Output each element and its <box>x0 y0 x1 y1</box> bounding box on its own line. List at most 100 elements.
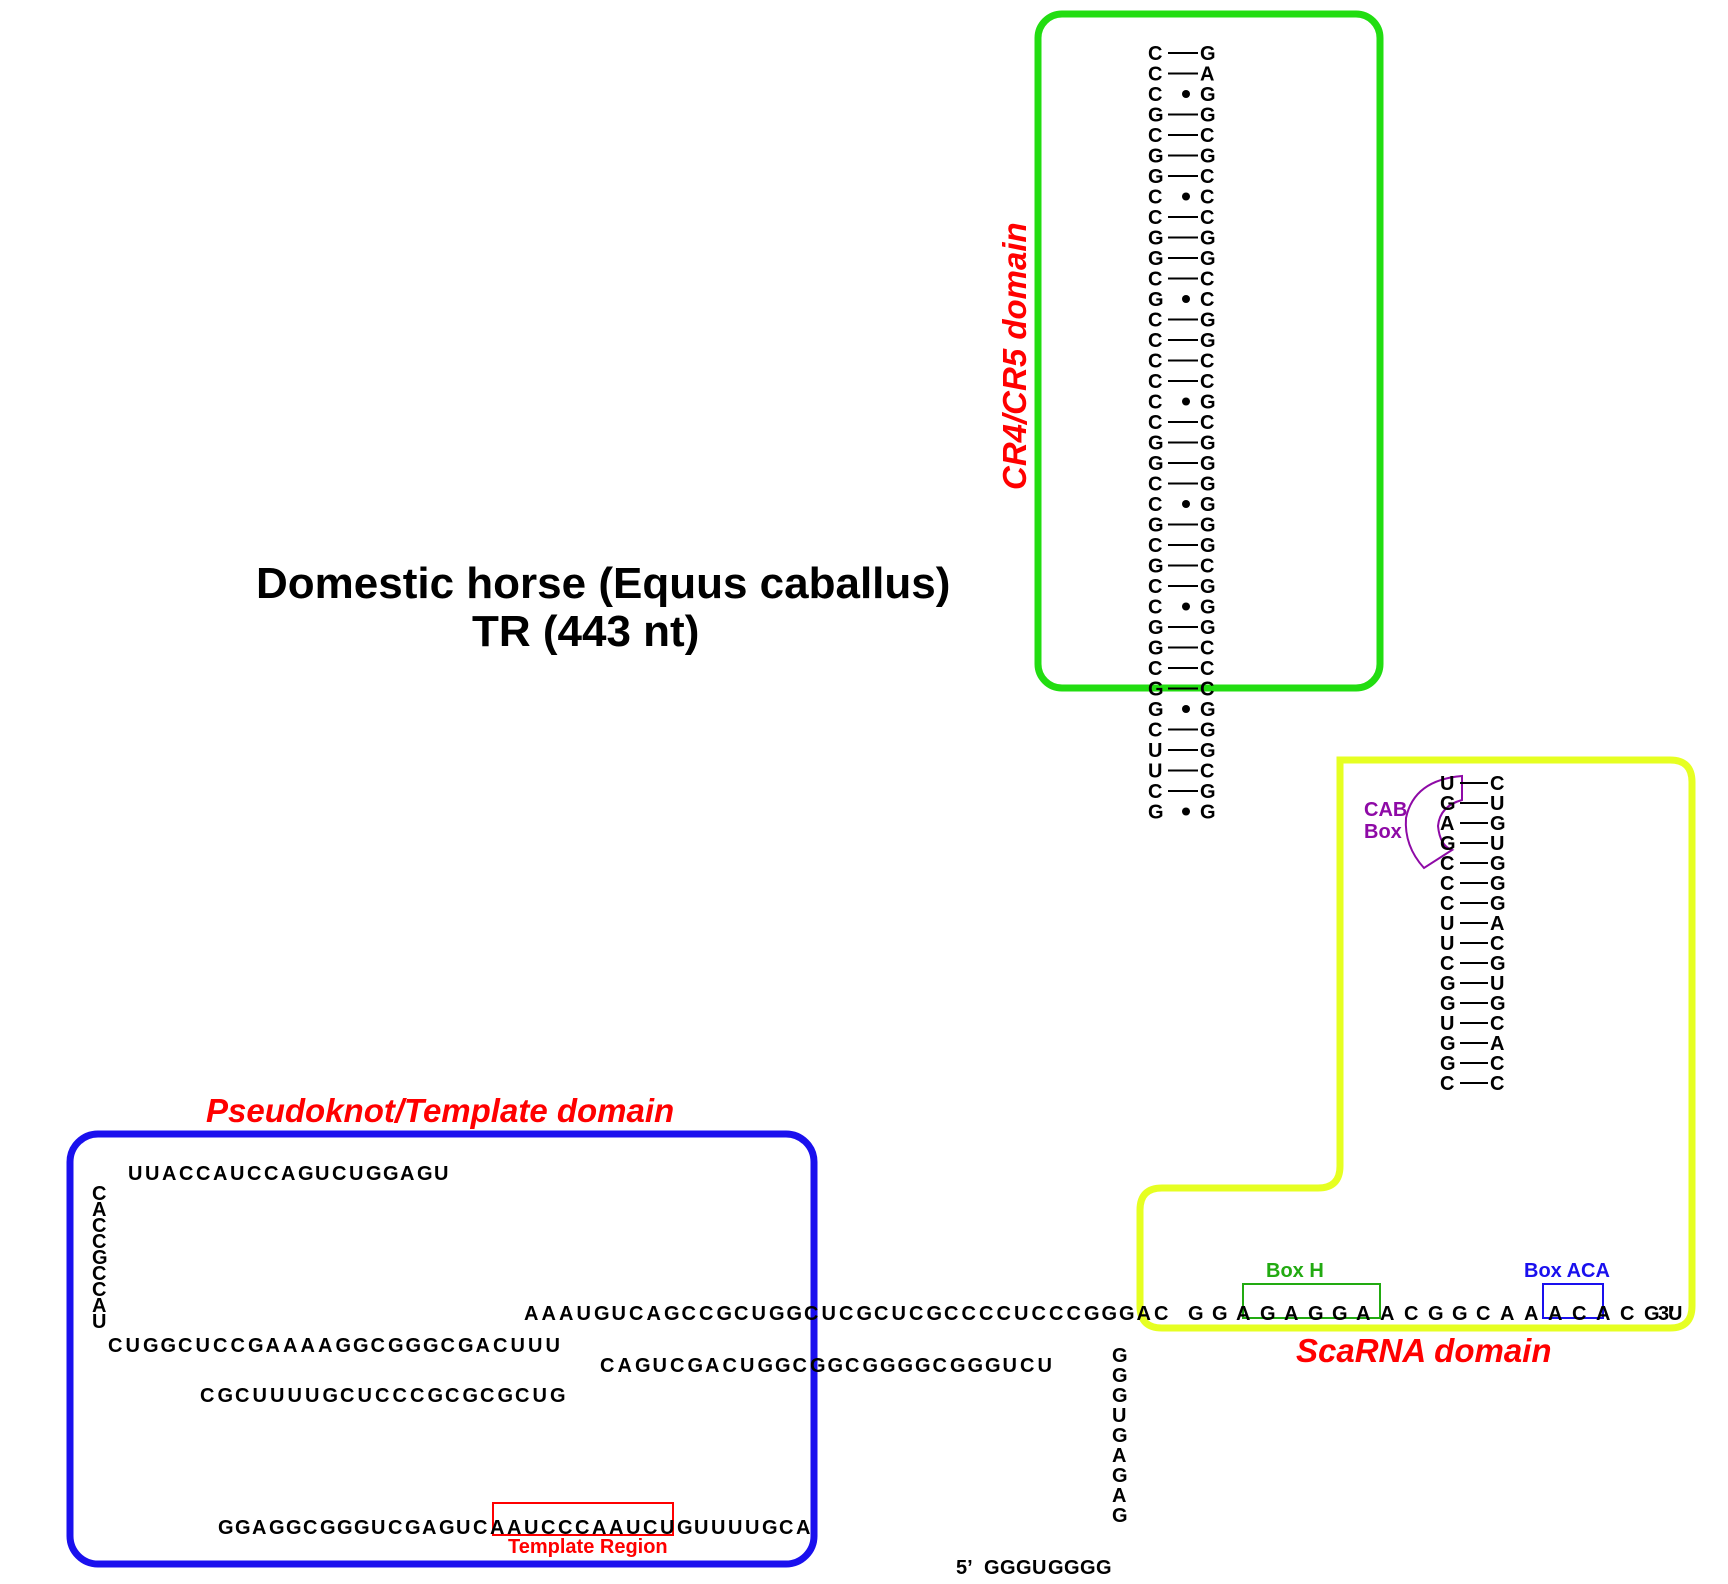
nucleotide: G <box>915 1355 931 1377</box>
nucleotide: C <box>1200 556 1214 578</box>
template-region-box <box>492 1502 674 1536</box>
nucleotide: C <box>231 1335 245 1357</box>
nucleotide: G <box>1200 617 1216 639</box>
cab-box-frame <box>1404 774 1463 870</box>
nucleotide: C <box>1154 1303 1168 1325</box>
nucleotide: G <box>1148 289 1164 311</box>
nucleotide: C <box>1440 1073 1454 1095</box>
nucleotide: G <box>1200 248 1216 270</box>
nucleotide: G <box>1200 720 1216 742</box>
nucleotide: U <box>145 1163 159 1185</box>
nucleotide: A <box>476 1335 490 1357</box>
nucleotide: G <box>985 1355 1001 1377</box>
nucleotide: C <box>410 1385 424 1407</box>
nucleotide: G <box>688 1355 704 1377</box>
nucleotide: G <box>664 1303 680 1325</box>
nucleotide: C <box>1148 351 1162 373</box>
nucleotide: U <box>1490 793 1504 815</box>
nucleotide: G <box>1490 953 1506 975</box>
nucleotide: C <box>839 1303 853 1325</box>
nucleotide: C <box>629 1303 643 1325</box>
nucleotide: U <box>612 1303 626 1325</box>
nucleotide: A <box>542 1303 556 1325</box>
nucleotide: A <box>1548 1303 1562 1325</box>
nucleotide: U <box>315 1163 329 1185</box>
nucleotide: G <box>1200 740 1216 762</box>
nucleotide: A <box>422 1517 436 1539</box>
nucleotide: C <box>874 1303 888 1325</box>
nucleotide: C <box>962 1303 976 1325</box>
nucleotide: G <box>439 1517 455 1539</box>
nucleotide: G <box>498 1385 514 1407</box>
nucleotide: G <box>417 1163 433 1185</box>
nucleotide: C <box>779 1517 793 1539</box>
nucleotide: C <box>1067 1303 1081 1325</box>
nucleotide: G <box>1112 1505 1128 1527</box>
nucleotide: G <box>1200 146 1216 168</box>
wobble-pair-dot <box>1182 295 1190 303</box>
nucleotide: U <box>711 1517 725 1539</box>
nucleotide: C <box>1200 125 1214 147</box>
nucleotide: A <box>1490 1033 1504 1055</box>
nucleotide: G <box>1119 1303 1135 1325</box>
nucleotide: G <box>1490 813 1506 835</box>
nucleotide: A <box>1236 1303 1250 1325</box>
nucleotide: G <box>1148 802 1164 824</box>
nucleotide: A <box>92 1199 106 1221</box>
nucleotide: U <box>533 1385 547 1407</box>
nucleotide: G <box>1112 1465 1128 1487</box>
nucleotide: G <box>1440 1033 1456 1055</box>
nucleotide: C <box>92 1215 106 1237</box>
nucleotide: G <box>1200 433 1216 455</box>
wobble-pair-dot <box>1182 90 1190 98</box>
nucleotide: C <box>723 1355 737 1377</box>
nucleotide: G <box>594 1303 610 1325</box>
nucleotide: C <box>178 1335 192 1357</box>
nucleotide: C <box>1148 781 1162 803</box>
nucleotide: C <box>1490 1053 1504 1075</box>
nucleotide: G <box>758 1355 774 1377</box>
nucleotide: G <box>1200 84 1216 106</box>
box-h-label: Box H <box>1266 1260 1324 1282</box>
nucleotide: G <box>1490 873 1506 895</box>
nucleotide: G <box>787 1303 803 1325</box>
nucleotide: G <box>1148 556 1164 578</box>
nucleotide: C <box>92 1263 106 1285</box>
nucleotide: G <box>717 1303 733 1325</box>
nucleotide: C <box>445 1385 459 1407</box>
nucleotide: G <box>1016 1557 1032 1579</box>
nucleotide: C <box>1148 310 1162 332</box>
nucleotide: A <box>213 1163 227 1185</box>
nucleotide: G <box>1148 105 1164 127</box>
nucleotide: G <box>1200 699 1216 721</box>
nucleotide: G <box>1064 1557 1080 1579</box>
nucleotide: G <box>1440 1053 1456 1075</box>
nucleotide: G <box>635 1355 651 1377</box>
nucleotide: A <box>1524 1303 1538 1325</box>
nucleotide: C <box>515 1385 529 1407</box>
nucleotide: G <box>323 1385 339 1407</box>
nucleotide: C <box>1148 474 1162 496</box>
nucleotide: C <box>1200 412 1214 434</box>
nucleotide: U <box>1440 933 1454 955</box>
nucleotide: C <box>264 1163 278 1185</box>
nucleotide: G <box>1000 1557 1016 1579</box>
nucleotide: G <box>1440 793 1456 815</box>
nucleotide: C <box>1200 187 1214 209</box>
nucleotide: G <box>1096 1557 1112 1579</box>
nucleotide: C <box>643 1517 657 1539</box>
nucleotide: U <box>1112 1405 1126 1427</box>
nucleotide: G <box>1200 535 1216 557</box>
nucleotide: U <box>546 1335 560 1357</box>
nucleotide: G <box>161 1335 177 1357</box>
nucleotide: C <box>303 1517 317 1539</box>
nucleotide: U <box>253 1385 267 1407</box>
nucleotide: G <box>828 1355 844 1377</box>
nucleotide: G <box>863 1355 879 1377</box>
nucleotide: A <box>609 1517 623 1539</box>
nucleotide: U <box>745 1517 759 1539</box>
nucleotide: U <box>511 1335 525 1357</box>
nucleotide: A <box>1284 1303 1298 1325</box>
wobble-pair-dot <box>1182 397 1190 406</box>
